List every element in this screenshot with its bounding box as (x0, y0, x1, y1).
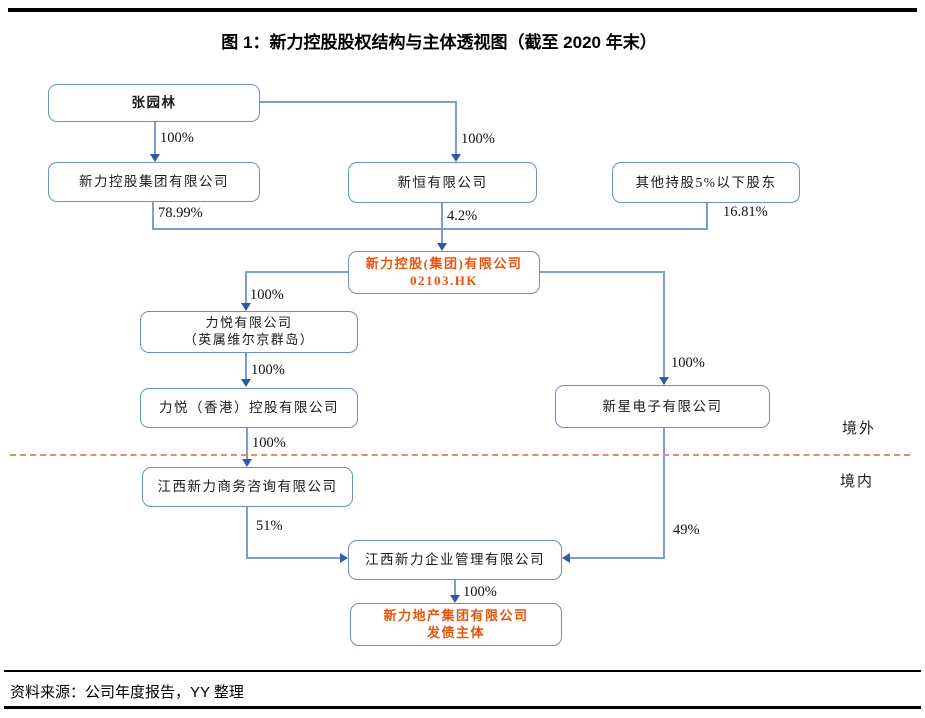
arrowhead (150, 154, 160, 162)
arrowhead (242, 459, 252, 467)
node-sublabel: 发债主体 (426, 624, 485, 640)
connector-line (663, 271, 665, 377)
onshore-label: 境内 (840, 474, 875, 490)
connector-line (246, 428, 248, 459)
pct-bvi-to-hk: 100% (251, 362, 285, 378)
node-liyue-bvi: 力悦有限公司 （英属维尔京群岛） (140, 311, 358, 353)
node-label: 江西新力商务咨询有限公司 (157, 479, 338, 495)
source-note: 资料来源：公司年度报告，YY 整理 (10, 684, 244, 701)
connector-line (540, 271, 663, 273)
arrowhead (241, 379, 251, 387)
node-xinli-realestate-bond-issuer: 新力地产集团有限公司 发债主体 (350, 603, 562, 646)
arrowhead (450, 595, 460, 603)
connector-line (455, 101, 457, 154)
node-label: 力悦有限公司 (205, 315, 293, 331)
node-label: 其他持股5%以下股东 (635, 174, 777, 190)
node-other-shareholders: 其他持股5%以下股东 (612, 162, 800, 203)
connector-line (260, 101, 456, 103)
node-sinic-holdings-listed: 新力控股(集团)有限公司 02103.HK (348, 251, 540, 294)
node-label: 张园林 (131, 95, 177, 111)
pct-xinheng-to-sinic: 4.2% (447, 208, 478, 224)
connector-line (245, 353, 247, 380)
pct-zhang-to-xinli: 100% (160, 130, 194, 146)
connector-line (570, 557, 664, 559)
node-label: 新力地产集团有限公司 (383, 607, 529, 623)
figure-title: 图 1：新力控股股权结构与主体透视图（截至 2020 年末） (221, 33, 657, 52)
arrowhead (437, 243, 447, 251)
connector-line (246, 507, 248, 559)
connector-line (246, 557, 340, 559)
connector-line (441, 203, 443, 244)
node-xinli-holdings-group: 新力控股集团有限公司 (48, 162, 260, 202)
pct-sinic-to-bvi: 100% (250, 287, 284, 303)
connector-line (152, 228, 708, 230)
footer-rule (4, 670, 921, 672)
node-sublabel: （英属维尔京群岛） (183, 332, 315, 347)
footer-rule (4, 706, 921, 709)
connector-line (454, 580, 456, 596)
node-zhang-yuanlin: 张园林 (48, 84, 260, 122)
node-liyue-hk-holdings: 力悦（香港）控股有限公司 (140, 388, 358, 428)
arrowhead (451, 154, 461, 162)
arrowhead (562, 553, 570, 563)
node-xinxing-electronics: 新星电子有限公司 (555, 385, 770, 428)
node-jiangxi-xinli-consulting: 江西新力商务咨询有限公司 (142, 467, 353, 507)
connector-line (154, 122, 156, 155)
connector-line (706, 203, 708, 229)
pct-others-to-sinic: 16.81% (723, 204, 768, 220)
connector-line (663, 428, 665, 559)
pct-mgmt-to-realestate: 100% (463, 584, 497, 600)
node-label: 江西新力企业管理有限公司 (365, 552, 545, 568)
arrowhead (340, 553, 348, 563)
pct-consulting-to-mgmt: 51% (256, 518, 283, 534)
node-jiangxi-xinli-enterprise-mgmt: 江西新力企业管理有限公司 (348, 540, 562, 580)
connector-line (152, 202, 154, 229)
arrowhead (659, 377, 669, 385)
offshore-label: 境外 (842, 421, 877, 437)
connector-line (245, 271, 348, 273)
node-label: 新星电子有限公司 (602, 398, 723, 414)
node-label: 力悦（香港）控股有限公司 (159, 400, 339, 416)
pct-sinic-to-xinxing: 100% (671, 355, 705, 371)
pct-xinxing-to-mgmt: 49% (673, 522, 700, 538)
pct-zhang-to-xinheng: 100% (461, 131, 495, 147)
pct-xinli-to-sinic: 78.99% (158, 205, 203, 221)
onshore-offshore-divider (10, 454, 910, 456)
pct-hk-to-consulting: 100% (252, 435, 286, 451)
node-ticker: 02103.HK (410, 272, 478, 288)
arrowhead (241, 303, 251, 311)
connector-line (245, 271, 247, 304)
node-xinheng-ltd: 新恒有限公司 (348, 162, 537, 203)
node-label: 新恒有限公司 (397, 174, 488, 190)
node-label: 新力控股(集团)有限公司 (365, 256, 523, 272)
node-label: 新力控股集团有限公司 (79, 174, 229, 190)
top-rule (8, 8, 917, 12)
